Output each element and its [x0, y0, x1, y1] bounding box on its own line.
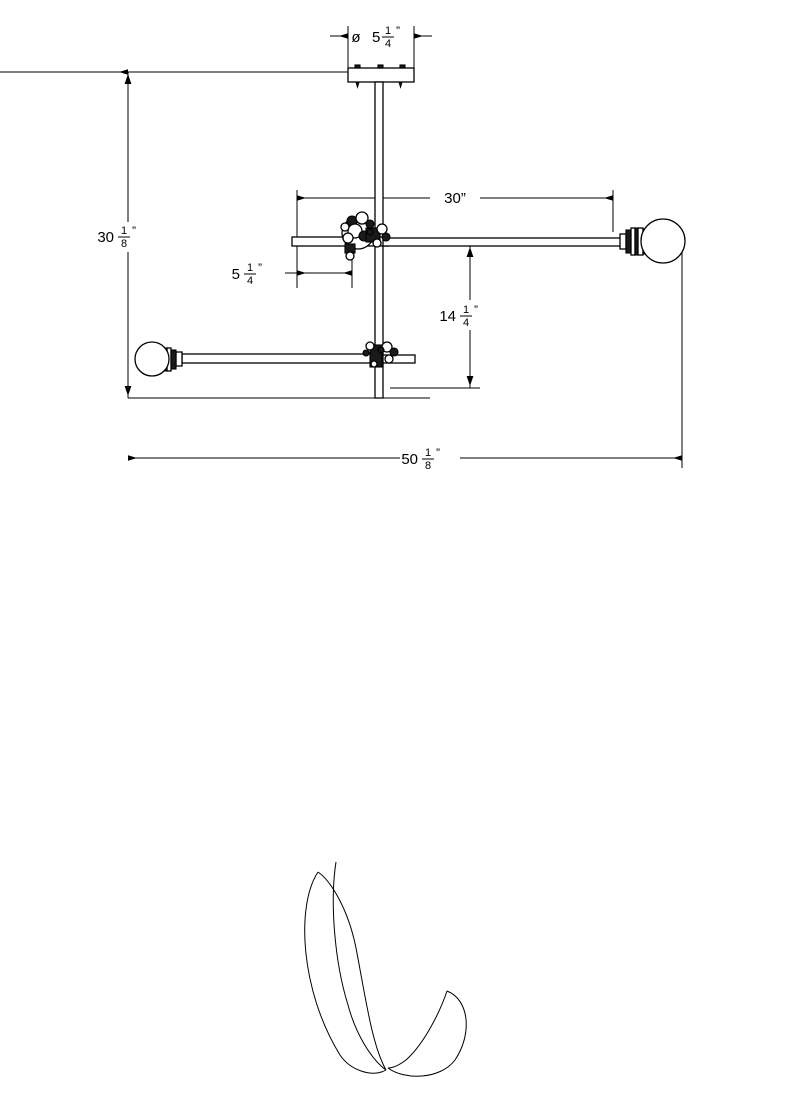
canopy-diameter-whole: 5 [372, 29, 380, 46]
hub-offset-denominator: 4 [247, 275, 253, 287]
canopy-diameter-numerator: 1 [385, 25, 391, 37]
overall-width-whole: 50 [401, 451, 418, 468]
upper-arm-length-value: 30” [444, 190, 466, 207]
hub-offset-numerator: 1 [247, 262, 253, 274]
upper-knuckle-hub [340, 211, 391, 261]
overall-width-dimension: 50 1 8 ” [128, 250, 683, 472]
height-arrow-bottom [124, 386, 132, 396]
hub-offset-dimension: 5 1 4 ” [232, 248, 353, 288]
canopy-diameter-unit: ” [396, 24, 400, 38]
overall-width-numerator: 1 [425, 447, 431, 459]
upper-horizontal-arm [291, 236, 627, 247]
canopy-diameter-dimension: ø 5 1 4 ” [330, 24, 432, 72]
overall-width-denominator: 8 [425, 460, 431, 472]
left-globe-bulb [134, 341, 183, 377]
arm-sweep-arcs [304, 861, 467, 1077]
spacing-arrow-top [466, 247, 474, 257]
overall-height-numerator: 1 [121, 225, 127, 237]
arm-spacing-denominator: 4 [463, 317, 469, 329]
hub-offset-whole: 5 [232, 266, 240, 283]
overall-height-unit: ” [132, 224, 136, 238]
perspective-view [304, 861, 467, 1077]
overall-width-unit: ” [436, 446, 440, 460]
lower-knuckle-hub [362, 341, 399, 368]
arm-spacing-whole: 14 [439, 308, 456, 325]
arm-spacing-unit: ” [474, 303, 478, 317]
spacing-arrow-bottom [466, 376, 474, 386]
hub-offset-unit: ” [258, 261, 262, 275]
arm-spacing-numerator: 1 [463, 304, 469, 316]
right-globe-bulb [619, 218, 686, 264]
overall-height-whole: 30 [97, 229, 114, 246]
height-arrow-top [124, 74, 132, 84]
overall-height-denominator: 8 [121, 238, 127, 250]
front-elevation-view: ø 5 1 4 ” 30 1 8 ” [0, 24, 686, 472]
canopy-diameter-symbol: ø [351, 29, 360, 46]
canopy-diameter-denominator: 4 [385, 38, 391, 50]
arm-vertical-spacing-dimension: 14 1 4 ” [390, 245, 480, 389]
